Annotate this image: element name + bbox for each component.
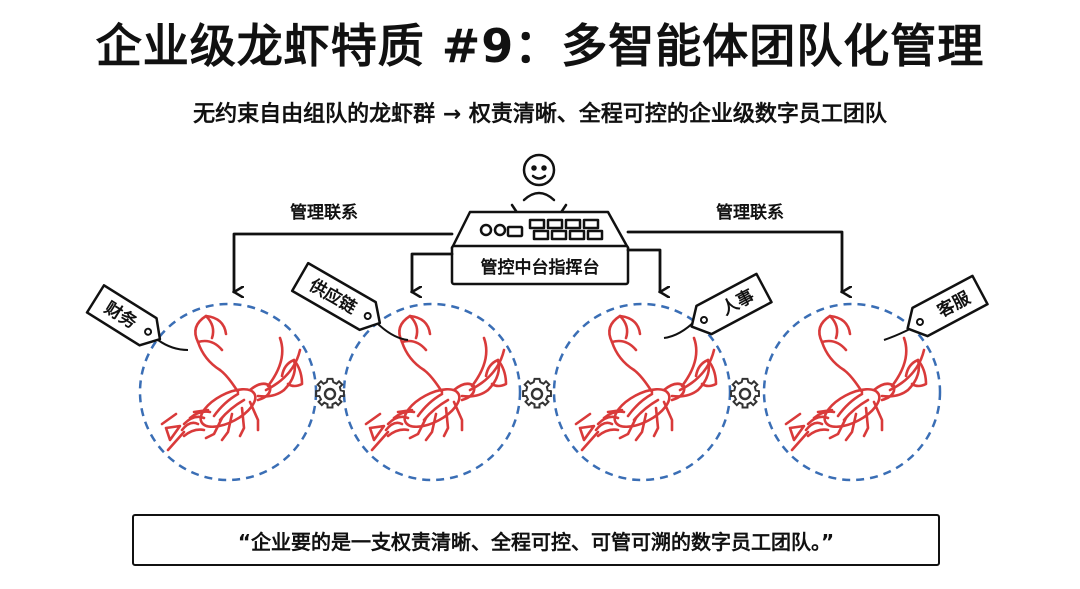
gear-icon (729, 377, 761, 409)
lobster-icon (160, 314, 304, 452)
tag-finance: 财务 (85, 284, 189, 351)
link-label-left: 管理联系 (290, 202, 358, 223)
operator-figure-icon (510, 153, 568, 216)
console-label: 管控中台指挥台 (481, 257, 600, 278)
lobster-icon (574, 314, 718, 452)
lobster-icon (784, 314, 928, 452)
quote-text: “企业要的是一支权责清晰、全程可控、可管可溯的数字员工团队。” (237, 529, 835, 554)
tag-customer-service: 客服 (883, 274, 989, 341)
team-circle-customer-service (762, 302, 942, 482)
arrow-to-finance (234, 232, 454, 292)
quote-box: “企业要的是一支权责清晰、全程可控、可管可溯的数字员工团队。” (132, 514, 940, 566)
arrow-to-supply-chain (412, 252, 454, 292)
gear-icon (521, 377, 553, 409)
link-label-right: 管理联系 (716, 202, 784, 223)
page-subtitle: 无约束自由组队的龙虾群 → 权责清晰、全程可控的企业级数字员工团队 (193, 102, 887, 127)
tag-supply-chain: 供应链 (290, 261, 409, 341)
console-icon (450, 210, 630, 286)
arrow-to-hr (626, 248, 660, 292)
gear-icon (314, 377, 346, 409)
tag-hr: 人事 (663, 272, 773, 339)
team-circle-hr (552, 302, 732, 482)
team-circle-supply-chain (342, 302, 522, 482)
page-title: 企业级龙虾特质 #9：多智能体团队化管理 (95, 19, 985, 73)
arrow-to-customer-service (626, 230, 842, 292)
lobster-icon (364, 314, 508, 452)
